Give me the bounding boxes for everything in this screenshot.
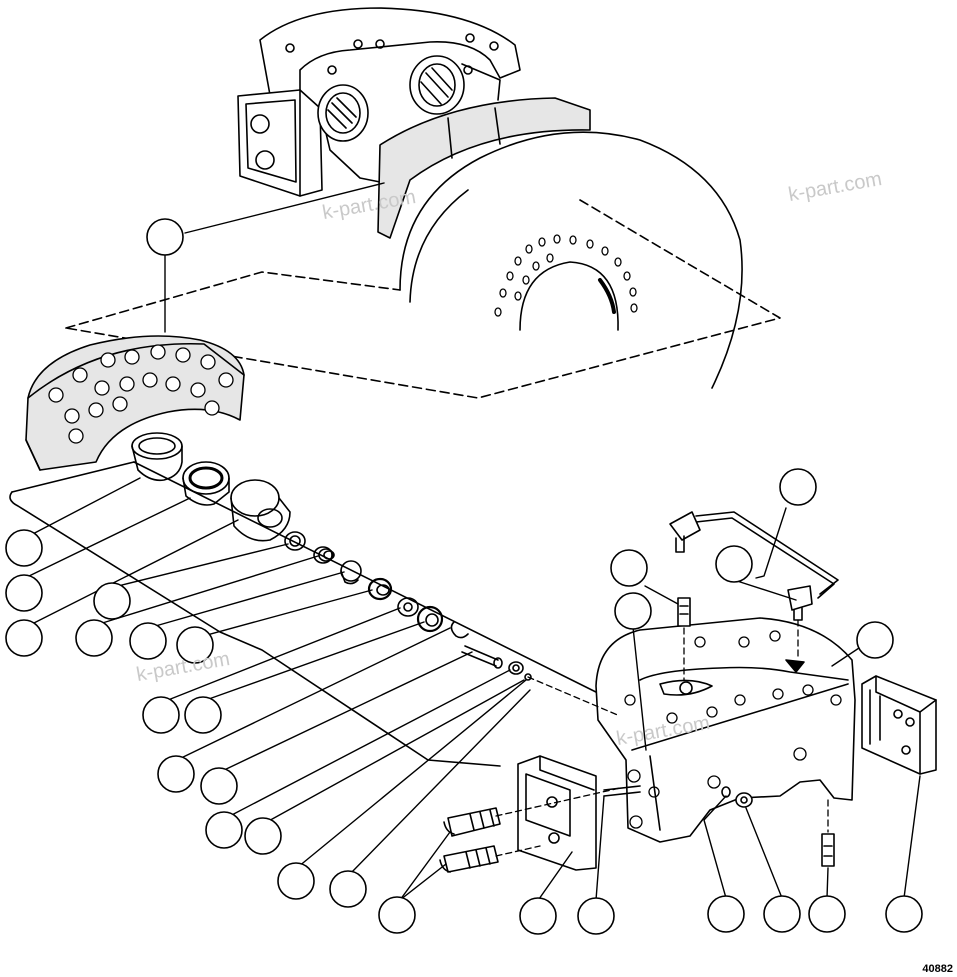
callout-seal-ring[interactable] xyxy=(176,626,214,664)
piston-seal xyxy=(182,461,230,506)
bolt-hole xyxy=(285,43,295,53)
callout-o-ring[interactable] xyxy=(244,817,282,855)
nut xyxy=(508,661,524,675)
callout-boot[interactable] xyxy=(93,582,131,620)
callout-spring[interactable] xyxy=(75,619,113,657)
disc-holes xyxy=(494,234,638,317)
plane-outline xyxy=(65,199,781,399)
bolt-hole xyxy=(489,41,499,51)
bottom-fitting xyxy=(821,833,835,867)
leader-lines xyxy=(26,182,921,901)
disc-hub xyxy=(519,261,619,331)
callout-nut[interactable] xyxy=(200,767,238,805)
brake-pad-top xyxy=(377,97,591,239)
callout-end-plate[interactable] xyxy=(519,897,557,935)
caliper-end-block xyxy=(237,89,323,197)
callout-small-seal[interactable] xyxy=(205,811,243,849)
callout-tube[interactable] xyxy=(779,468,817,506)
piston-parts xyxy=(131,432,532,681)
dashed-guides xyxy=(495,619,829,857)
washer xyxy=(397,597,419,617)
callout-housing[interactable] xyxy=(856,621,894,659)
piston-liner xyxy=(131,432,183,482)
callout-pin[interactable] xyxy=(157,755,195,793)
small-seal xyxy=(524,673,532,681)
callout-washer[interactable] xyxy=(142,696,180,734)
callout-circles xyxy=(5,218,923,935)
callout-snap-ring[interactable] xyxy=(184,696,222,734)
lock-nut xyxy=(735,792,753,808)
callout-housing-edge[interactable] xyxy=(614,592,652,630)
end-pad-right xyxy=(861,675,937,775)
bolt-head xyxy=(250,114,270,134)
hydraulic-tube xyxy=(669,511,839,621)
end-plate xyxy=(517,755,597,871)
callout-pad[interactable] xyxy=(146,218,184,256)
boot xyxy=(284,531,306,551)
bolt-hole xyxy=(327,65,337,75)
callout-rear-fitting[interactable] xyxy=(715,545,753,583)
retainer xyxy=(340,560,362,585)
callout-retainer[interactable] xyxy=(129,622,167,660)
callout-bleeder[interactable] xyxy=(610,549,648,587)
callout-piston[interactable] xyxy=(5,619,43,657)
dowel xyxy=(603,785,641,797)
bolt-hole xyxy=(375,39,385,49)
brake-pad-left xyxy=(25,335,245,471)
assembly-lines xyxy=(9,461,621,767)
pin xyxy=(461,645,503,669)
bolt-hole xyxy=(465,33,475,43)
callout-plug[interactable] xyxy=(707,895,745,933)
bleeder-fitting xyxy=(677,597,691,627)
callout-lock-nut[interactable] xyxy=(763,895,801,933)
callout-rod-end[interactable] xyxy=(329,870,367,908)
caliper-assembly-top xyxy=(65,7,781,399)
callout-end-pad[interactable] xyxy=(885,895,923,933)
callout-piston-liner[interactable] xyxy=(5,529,43,567)
caliper-housing xyxy=(595,617,856,843)
callout-dowel[interactable] xyxy=(577,897,615,935)
bolt-hole xyxy=(353,39,363,49)
callout-piston-seal[interactable] xyxy=(5,574,43,612)
bolts xyxy=(439,807,501,873)
figure-id: 40882 xyxy=(922,963,953,975)
callout-rod[interactable] xyxy=(277,862,315,900)
caliper-body-top xyxy=(259,7,521,96)
snap-clip xyxy=(450,621,469,639)
piston xyxy=(230,479,291,542)
callout-bolts[interactable] xyxy=(378,896,416,934)
bolt-head xyxy=(255,150,275,170)
callout-bottom-fitting[interactable] xyxy=(808,895,846,933)
seal-ring xyxy=(367,577,393,601)
snap-ring xyxy=(416,605,444,633)
brake-disc xyxy=(399,131,743,389)
